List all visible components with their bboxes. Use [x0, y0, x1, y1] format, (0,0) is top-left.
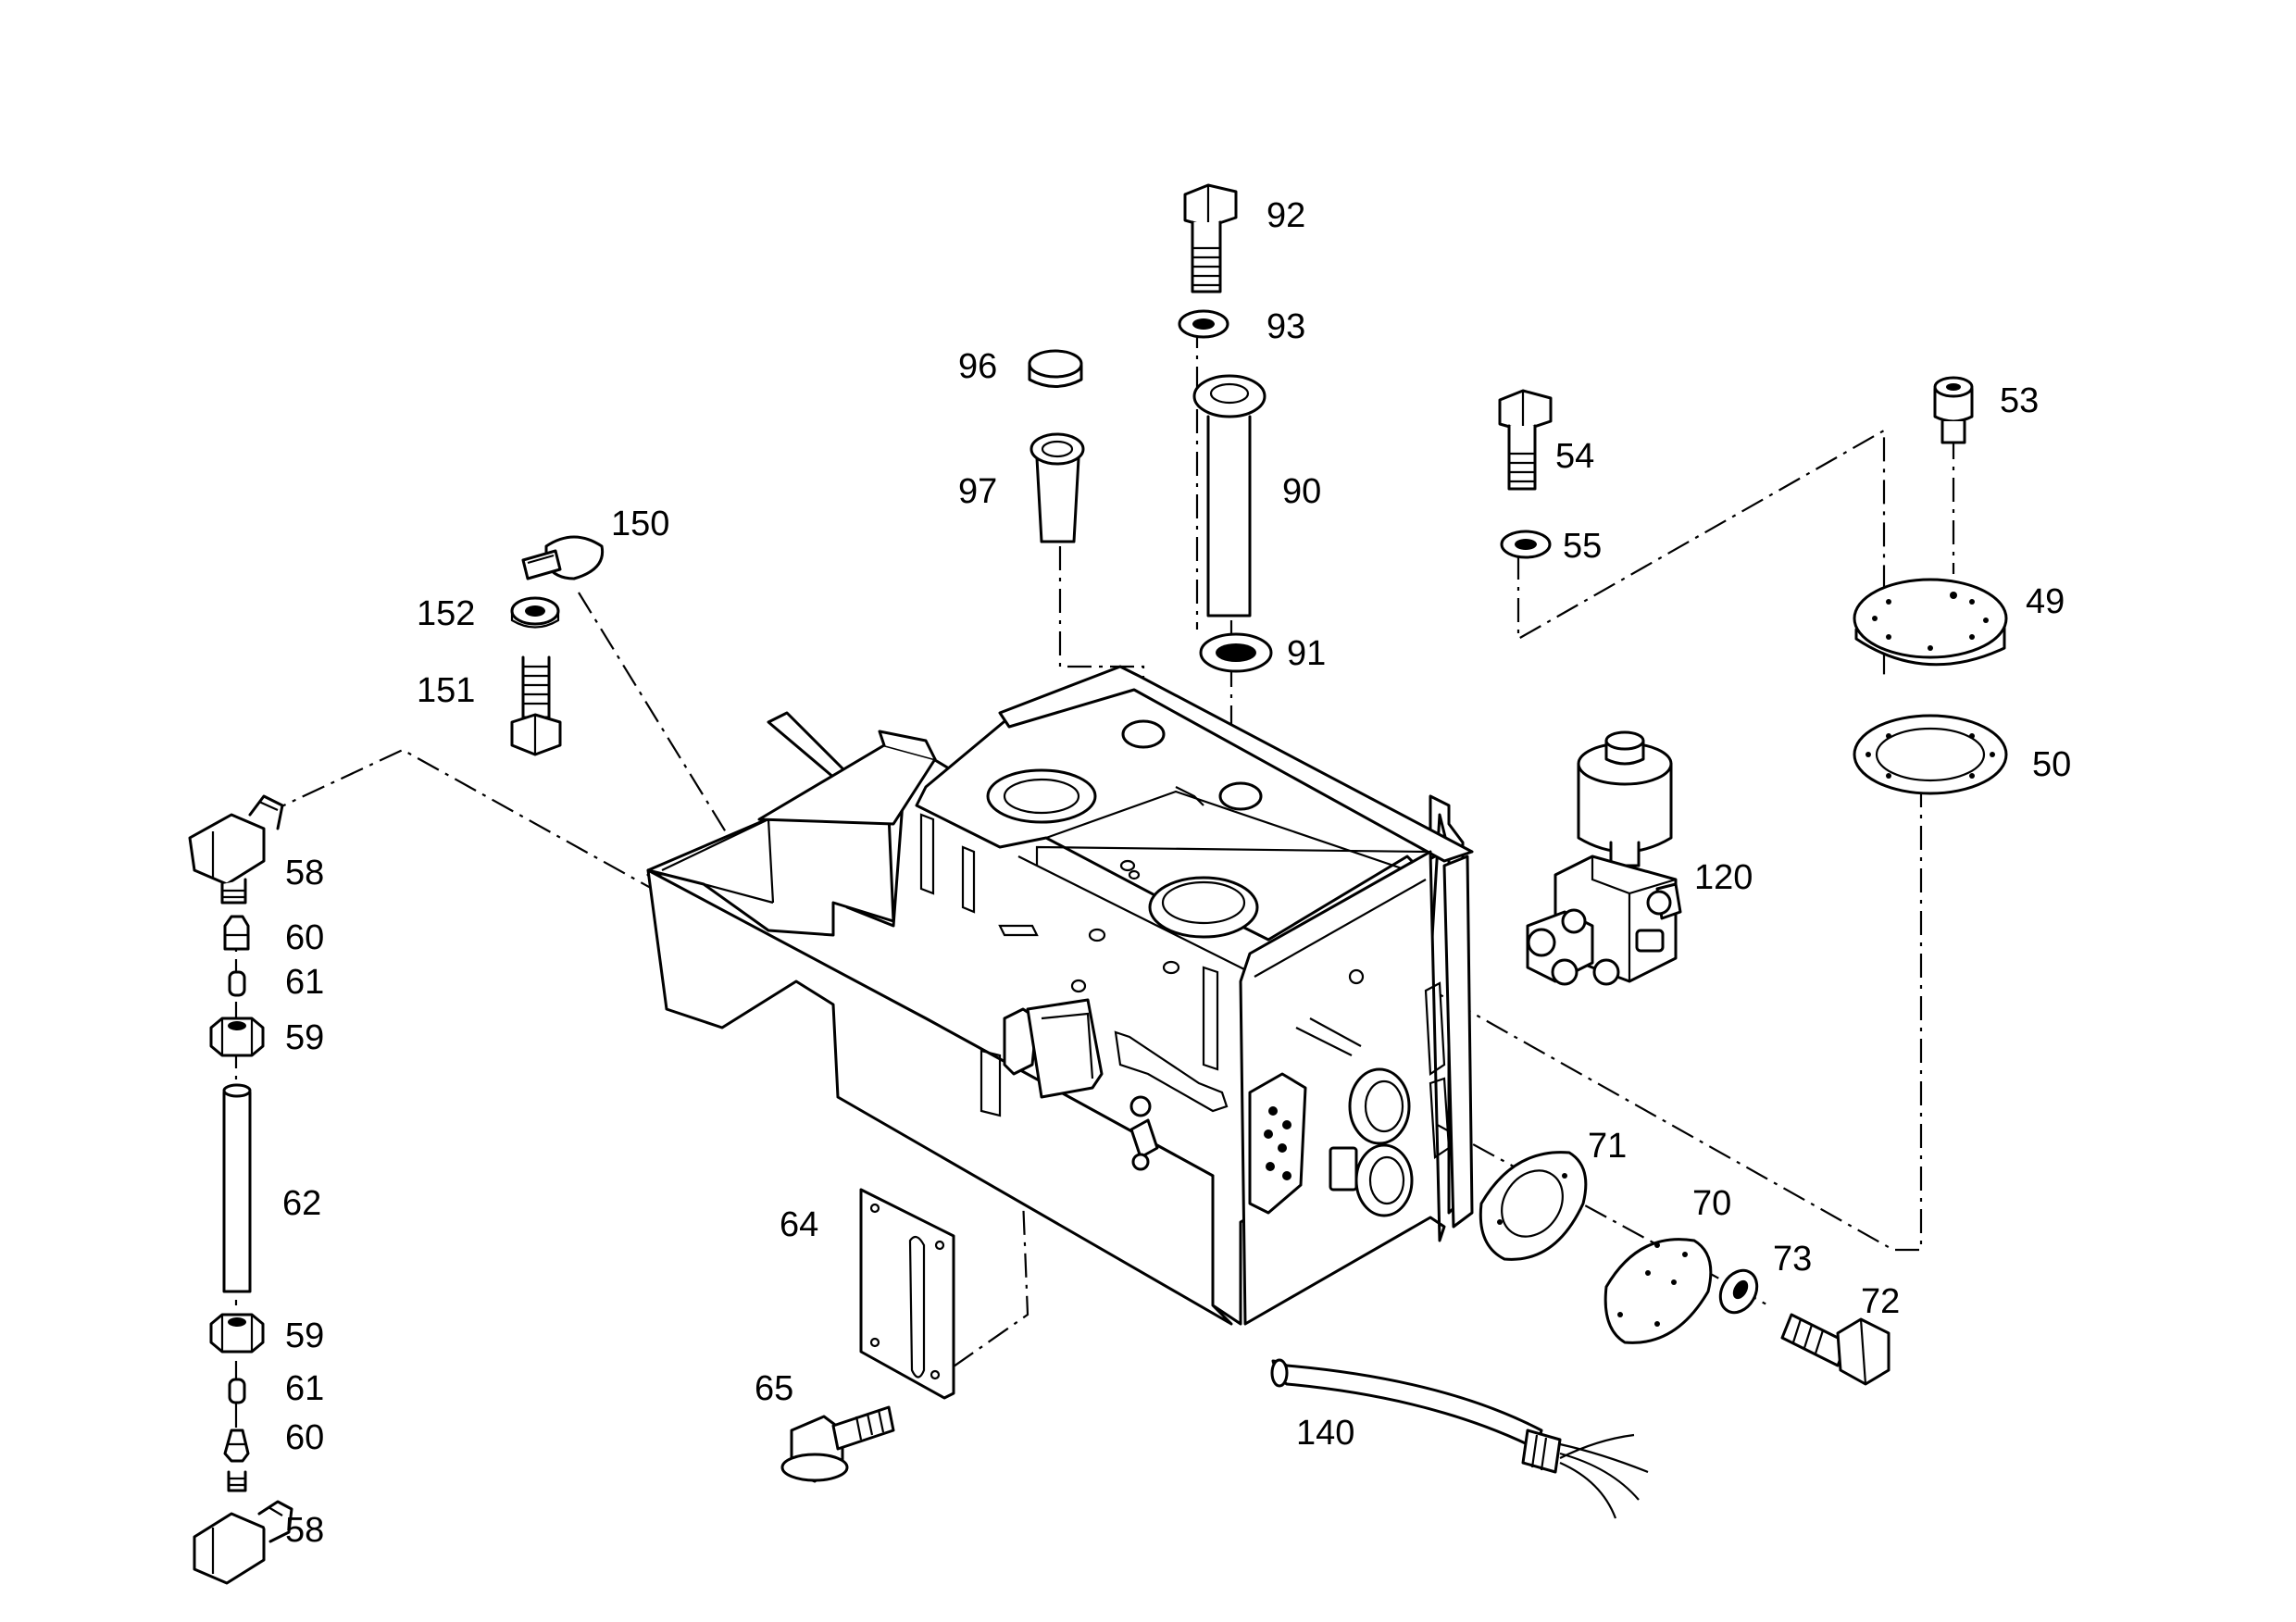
callout-60-bottom: 60 — [285, 1418, 324, 1457]
callout-90: 90 — [1282, 472, 1321, 511]
callout-59-top: 59 — [285, 1018, 324, 1057]
callout-151: 151 — [417, 671, 475, 710]
part-93-washer — [1178, 309, 1229, 339]
callout-labels: 92 93 96 97 90 91 53 54 55 49 50 150 152… — [282, 196, 2071, 1550]
callout-97: 97 — [958, 472, 997, 511]
part-61-top-ring — [228, 970, 246, 997]
part-60-top-nipple — [223, 915, 250, 951]
part-70-cover-disc — [1603, 1238, 1713, 1344]
callout-62: 62 — [282, 1184, 321, 1223]
callout-55: 55 — [1563, 527, 1602, 566]
part-58-bottom-tee — [193, 1470, 293, 1585]
callout-54: 54 — [1555, 437, 1594, 476]
callout-64: 64 — [780, 1205, 818, 1244]
part-71-flange-gasket — [1479, 1151, 1588, 1261]
housing-side-ports — [1248, 981, 1451, 1217]
callout-152: 152 — [417, 594, 475, 633]
callout-73: 73 — [1773, 1240, 1812, 1279]
callout-61-bottom: 61 — [285, 1369, 324, 1408]
callout-120: 120 — [1694, 858, 1753, 897]
callout-58-top: 58 — [285, 854, 324, 892]
part-97-sleeve — [1029, 432, 1085, 543]
callout-61-top: 61 — [285, 963, 324, 1002]
callout-93: 93 — [1267, 307, 1305, 346]
callout-59-bottom: 59 — [285, 1316, 324, 1355]
part-61-bottom-ring — [228, 1378, 246, 1404]
callout-50: 50 — [2032, 745, 2071, 784]
part-65-bolt — [780, 1405, 895, 1483]
part-151-bolt — [510, 655, 562, 756]
callout-140: 140 — [1296, 1414, 1354, 1453]
part-59-top-nut — [209, 1017, 265, 1057]
callout-58-bottom: 58 — [285, 1511, 324, 1550]
callout-92: 92 — [1267, 196, 1305, 235]
part-55-washer — [1500, 530, 1552, 559]
part-72-bolt — [1780, 1313, 1890, 1386]
part-60-bottom-nipple — [223, 1429, 250, 1463]
callout-70: 70 — [1692, 1184, 1731, 1223]
part-73-washer — [1718, 1268, 1759, 1315]
part-120-valve-block — [1526, 730, 1682, 986]
part-59-bottom-nut — [209, 1313, 265, 1354]
callout-71: 71 — [1588, 1127, 1627, 1166]
part-62-pipe — [222, 1083, 252, 1293]
callout-53: 53 — [2000, 381, 2039, 420]
part-54-bolt — [1498, 389, 1553, 491]
callout-150: 150 — [611, 505, 669, 543]
part-91-seal — [1199, 632, 1273, 673]
part-64-cover-plate — [859, 1188, 955, 1400]
part-50-gasket — [1853, 714, 2008, 795]
part-90-tube — [1192, 374, 1267, 618]
part-152-washer — [510, 596, 560, 629]
callout-65: 65 — [755, 1369, 793, 1408]
breather-fitting — [1003, 998, 1159, 1171]
part-96-cap — [1028, 349, 1083, 388]
callout-49: 49 — [2026, 582, 2065, 621]
part-92-bolt — [1183, 183, 1238, 293]
callout-96: 96 — [958, 347, 997, 386]
part-53-screw — [1933, 376, 1974, 444]
callout-91: 91 — [1287, 634, 1326, 673]
callout-72: 72 — [1861, 1282, 1900, 1321]
gearbox-housing — [646, 665, 1474, 1326]
part-140-cable — [1270, 1358, 1649, 1519]
callout-60-top: 60 — [285, 918, 324, 957]
part-58-top-elbow — [188, 794, 284, 905]
housing-top-openings — [986, 719, 1365, 993]
part-150-key — [521, 535, 605, 580]
part-49-cover — [1853, 578, 2008, 667]
